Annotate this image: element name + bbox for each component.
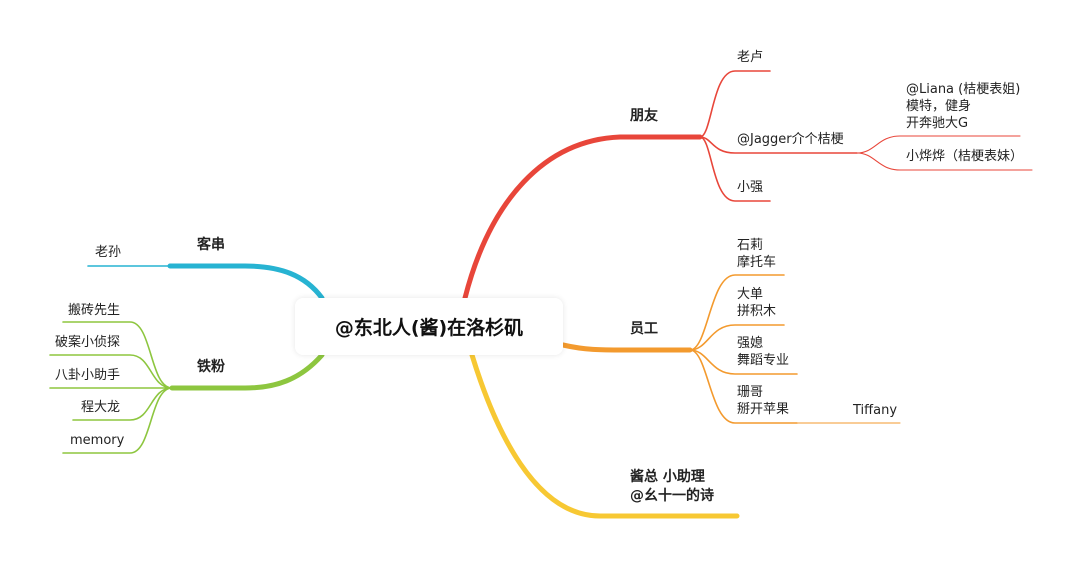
- node-xiao-yeye[interactable]: 小烨烨（桔梗表妹）: [906, 149, 1024, 164]
- node-fan-3[interactable]: 八卦小助手: [55, 368, 121, 383]
- center-node[interactable]: @东北人(酱)在洛杉矶: [295, 298, 563, 355]
- node-shi-li-line-2: 摩托车: [737, 255, 777, 270]
- node-fan-5[interactable]: memory: [70, 433, 125, 448]
- node-sauce-boss[interactable]: 酱总 小助理 @幺十一的诗: [630, 468, 714, 506]
- node-fan-2[interactable]: 破案小侦探: [55, 335, 121, 350]
- edge-liana: [856, 135, 1021, 154]
- branch-line-staff: [560, 342, 693, 353]
- node-liana-line-2: 模特，健身: [906, 99, 972, 114]
- node-tiffany[interactable]: Tiffany: [853, 403, 898, 418]
- branch-line-guests: [167, 263, 325, 301]
- node-qiang-xi-line-1: 强媳: [737, 336, 764, 351]
- node-qiang-xi[interactable]: 强媳 舞蹈专业: [737, 335, 789, 369]
- node-jagger[interactable]: @Jagger介个桔梗: [737, 132, 844, 147]
- node-shan-ge[interactable]: 珊哥 掰开苹果: [737, 384, 789, 418]
- node-sauce-boss-line-1: 酱总 小助理: [630, 469, 705, 485]
- edge-fan-5: [62, 387, 173, 454]
- node-fan-4[interactable]: 程大龙: [81, 400, 121, 415]
- node-liana[interactable]: @Liana (桔梗表姐) 模特，健身 开奔驰大G: [906, 81, 1020, 132]
- edge-fan-2: [49, 354, 173, 389]
- node-staff[interactable]: 员工: [630, 321, 658, 337]
- node-lao-sun[interactable]: 老孙: [95, 245, 122, 260]
- node-da-dan[interactable]: 大单 拼积木: [737, 286, 776, 320]
- branch-line-friends-glow: [464, 136, 701, 299]
- edge-fan-1: [62, 321, 173, 389]
- branch-line-friends: [462, 134, 703, 301]
- node-xiao-qiang[interactable]: 小强: [737, 180, 764, 195]
- edge-shi-li: [689, 274, 785, 351]
- node-shan-ge-line-2: 掰开苹果: [737, 402, 790, 417]
- edge-xiao-yeye: [856, 152, 1033, 171]
- edge-lao-lu: [699, 70, 771, 138]
- node-shan-ge-line-1: 珊哥: [737, 385, 764, 400]
- node-da-dan-line-1: 大单: [737, 287, 764, 302]
- branch-line-fans: [169, 352, 325, 391]
- node-fans[interactable]: 铁粉: [197, 359, 225, 375]
- edge-xiao-qiang: [699, 136, 771, 202]
- node-liana-line-1: @Liana (桔梗表姐): [906, 82, 1021, 97]
- edge-da-dan: [689, 324, 785, 351]
- edge-jagger: [699, 136, 858, 154]
- node-da-dan-line-2: 拼积木: [737, 304, 777, 319]
- node-fan-1[interactable]: 搬砖先生: [68, 303, 121, 318]
- node-guests[interactable]: 客串: [197, 237, 225, 253]
- node-lao-lu[interactable]: 老卢: [737, 50, 764, 65]
- node-shi-li[interactable]: 石莉 摩托车: [737, 237, 776, 271]
- node-qiang-xi-line-2: 舞蹈专业: [737, 353, 790, 368]
- edge-qiang-xi: [689, 349, 798, 375]
- edge-shan-ge: [689, 349, 798, 424]
- branch-line-sauce-boss: [469, 352, 740, 519]
- node-friends[interactable]: 朋友: [630, 108, 658, 124]
- node-shi-li-line-1: 石莉: [737, 238, 764, 253]
- node-sauce-boss-line-2: @幺十一的诗: [630, 488, 714, 504]
- node-liana-line-3: 开奔驰大G: [906, 116, 969, 131]
- edge-fan-4: [72, 387, 173, 421]
